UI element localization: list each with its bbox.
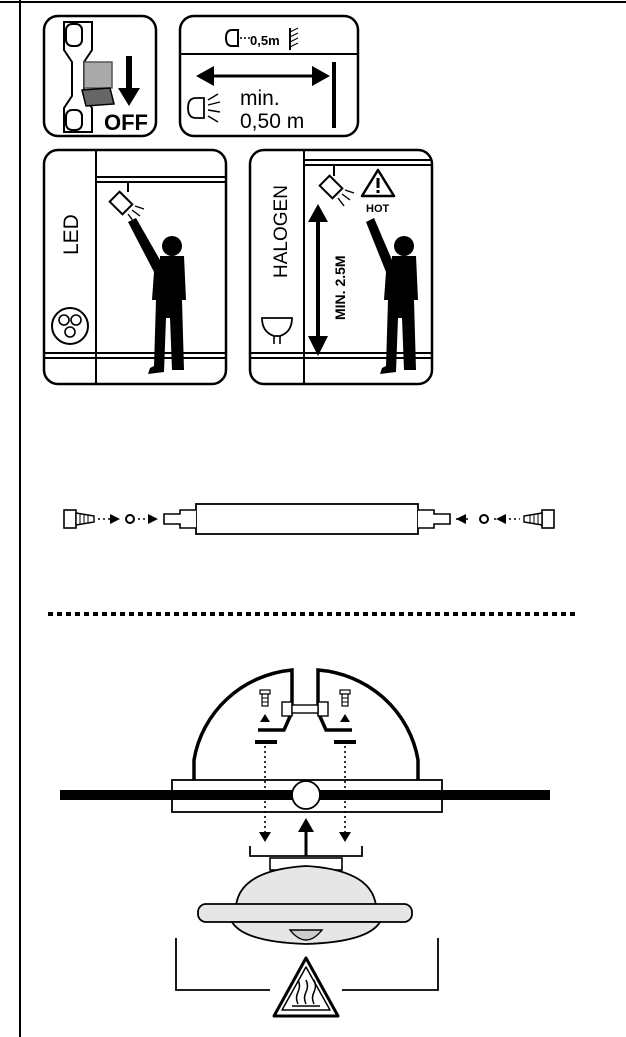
arrow-down-stem — [126, 56, 132, 92]
tube-assembly-diagram — [63, 503, 555, 535]
tube-body — [195, 503, 419, 535]
lamp-fixture — [197, 857, 413, 945]
cover-left-half — [192, 668, 294, 780]
distance-panel: 0,5m min. 0,50 m — [178, 14, 360, 138]
off-label: OFF — [104, 110, 148, 135]
cover-right-half — [316, 668, 420, 780]
arrow-right-icon — [312, 66, 330, 86]
height-arrow-icon — [308, 204, 328, 356]
right-connector — [418, 509, 451, 529]
right-screw-icon — [523, 509, 555, 529]
ceiling-spotlight-icon — [318, 165, 355, 207]
left-screw-icon — [63, 509, 95, 529]
latch-icon — [281, 701, 329, 717]
halogen-label: HALOGEN — [271, 185, 292, 278]
screw-right-icon — [339, 689, 351, 707]
arrow-up-icon — [298, 818, 314, 832]
lamp-symbol-icon — [224, 29, 239, 47]
breaker-slot-top — [65, 23, 83, 47]
breaker-lever-dashed — [83, 61, 113, 89]
min-label: min. — [240, 87, 280, 110]
person-silhouette — [128, 218, 186, 374]
fixture-mounting-diagram — [60, 668, 550, 1018]
left-connector — [163, 509, 196, 529]
led-label: LED — [60, 214, 83, 255]
wall-hatch-icon — [289, 27, 299, 48]
header-distance-label: 0,5m — [250, 33, 280, 48]
cable-hole — [291, 780, 321, 810]
ceiling-spotlight-icon — [108, 182, 145, 223]
person-silhouette — [366, 218, 418, 374]
hot-label: HOT — [366, 203, 390, 215]
led-lamp-icon — [51, 307, 89, 345]
hot-warning-icon — [360, 168, 396, 198]
switch-off-panel: OFF — [42, 14, 158, 138]
right-nut-icon — [479, 514, 489, 524]
halogen-bulb-icon — [261, 317, 293, 344]
halogen-panel: HALOGEN MIN. 2.5M HOT — [248, 148, 434, 386]
left-nut-icon — [125, 514, 135, 524]
breaker-slot-bottom — [65, 109, 83, 131]
led-panel: LED — [42, 148, 228, 386]
distance-value: 0,50 m — [240, 110, 304, 133]
min-height-label: MIN. 2.5M — [332, 255, 348, 320]
screw-left-icon — [259, 689, 271, 707]
arrow-left-icon — [196, 66, 214, 86]
hot-surface-warning-icon — [272, 956, 340, 1018]
arrow-down-icon — [118, 88, 140, 106]
spotlight-icon — [187, 93, 221, 123]
breaker-lever — [81, 87, 115, 107]
